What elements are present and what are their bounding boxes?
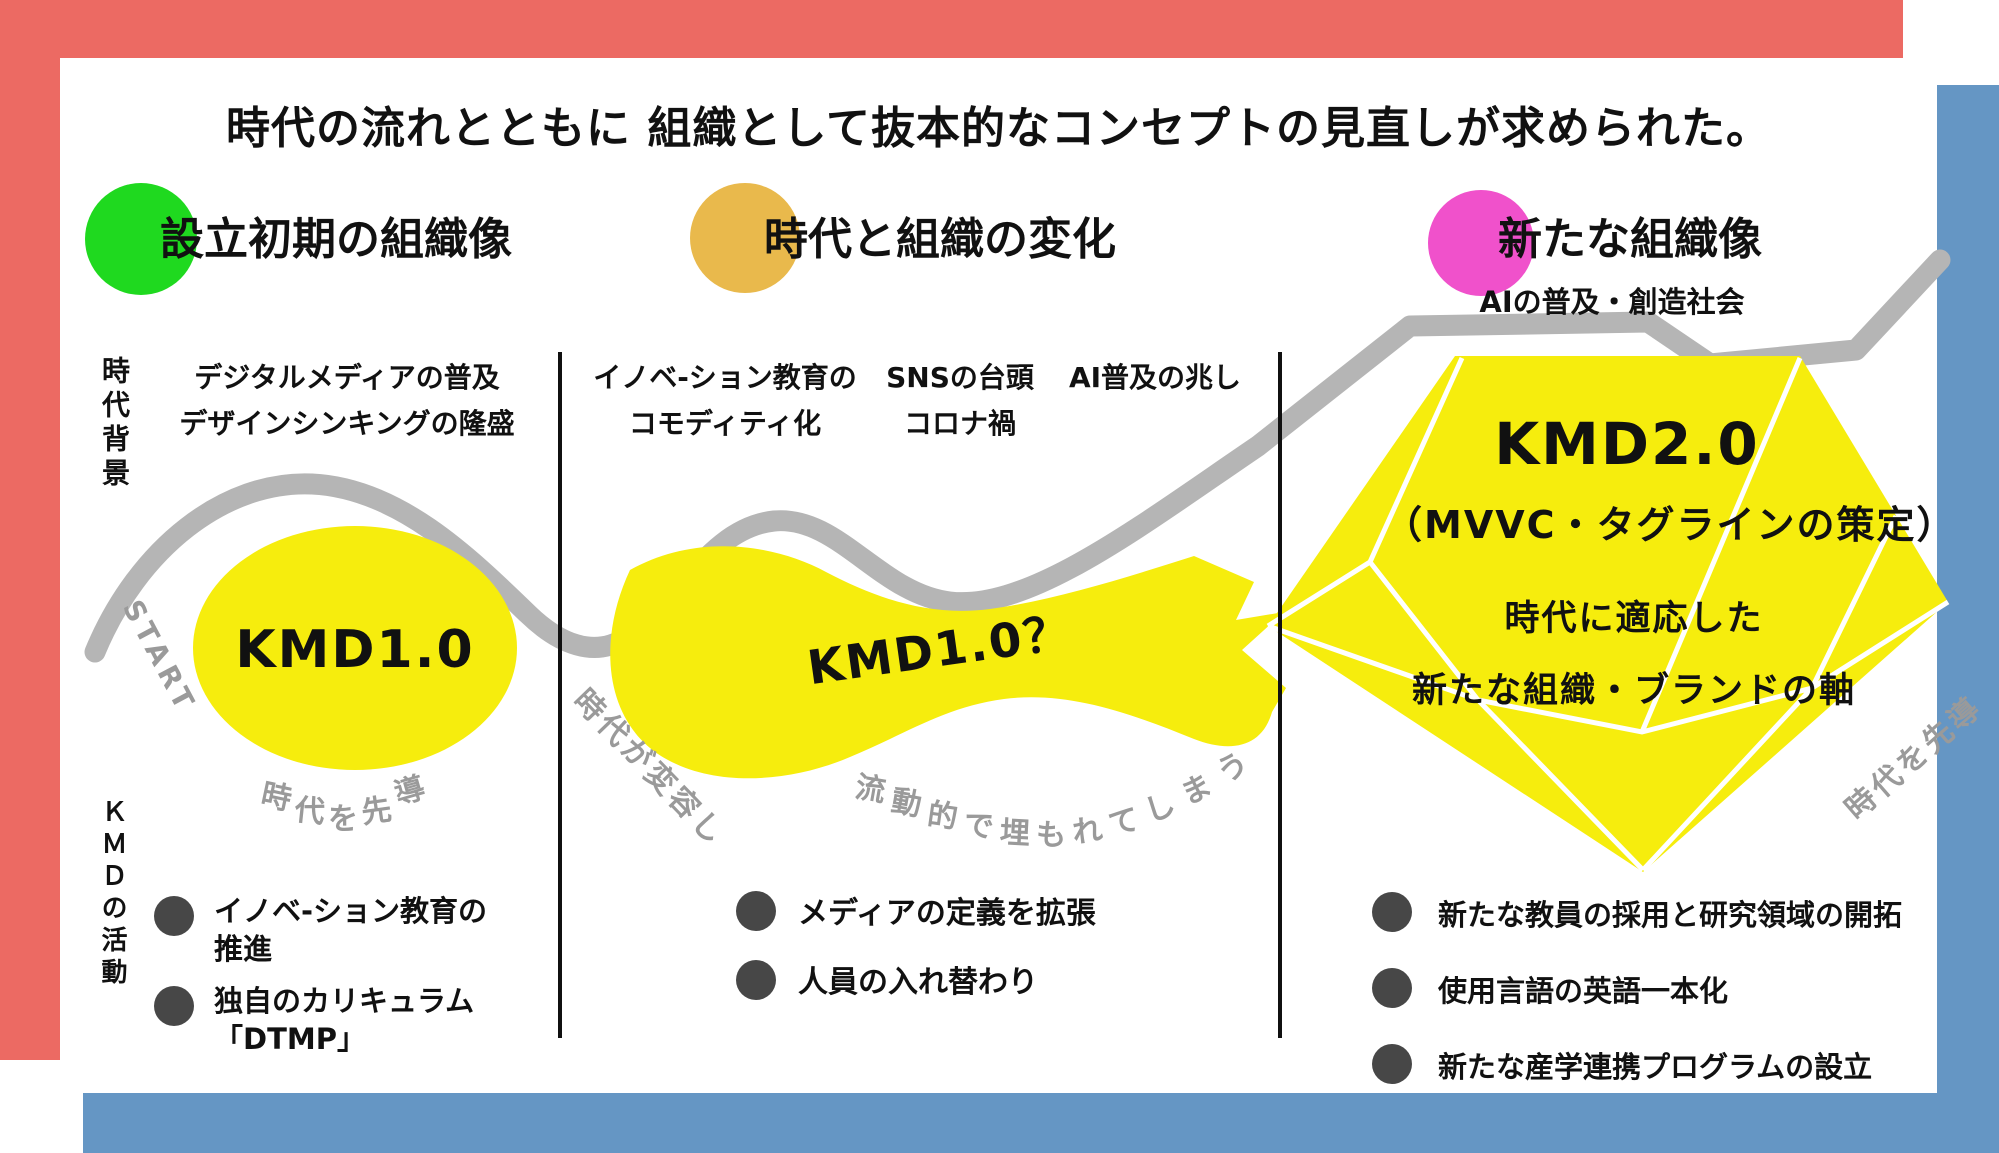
frame-top-bar [0,0,1903,58]
activity-text: 新たな教員の採用と研究領域の開拓 [1438,898,1903,932]
arc-char: 動 [888,783,925,824]
kmd2-subtitle: （MVVC・タグラインの策定） [1384,503,1957,547]
bullet-dot [154,896,194,936]
diamond-facets [1266,356,1950,872]
context-text-1: デジタルメディアの普及 デザインシンキングの隆盛 [147,355,547,447]
arc-char: 代 [292,792,327,831]
arc-char: 流 [852,769,889,810]
kmd2-title: KMD2.0 [1494,410,1760,478]
arc-text-lead-era: 時 代 を 先 導 [258,768,462,848]
context-line: AI普及の兆し [1068,361,1242,394]
arc-char: を [328,802,358,837]
activity-line: 独自のカリキュラム [214,984,475,1018]
activity-text: 人員の入れ替わり [798,965,1038,1000]
activity-text: 独自のカリキュラム 「DTMP」 [214,982,474,1058]
arc-char: も [1035,817,1067,854]
bullet-dot [1372,892,1412,932]
kmd1-ellipse [193,526,517,770]
section-title-2: 時代と組織の変化 [764,214,1116,265]
kmd1-blob [610,546,1286,779]
activity-line: イノベ-ション教育の [214,894,488,928]
activity-text: 使用言語の英語一本化 [1438,974,1729,1008]
kmd1-label: KMD1.0 [235,620,475,680]
arc-char: し [1140,786,1181,830]
section-3-subtitle: AIの普及・創造社会 [1479,285,1745,319]
kmd2-line: 時代に適応した [1504,599,1764,639]
arc-char: 導 [390,770,430,813]
frame-bottom-bar [83,1093,1999,1153]
section-title-3: 新たな組織像 [1498,214,1762,265]
bullet-dot [1372,968,1412,1008]
gold-circle-marker [690,183,800,293]
context-line: コモディティ化 [628,407,822,440]
arc-char: で [961,807,996,846]
activity-text: イノベ-ション教育の 推進 [214,892,487,968]
arc-char: れ [1070,812,1105,851]
context-text-2c: AI普及の兆し [1055,355,1255,401]
diamond-shape [1268,356,1948,872]
green-circle-marker [85,183,197,295]
activity-text: メディアの定義を拡張 [798,896,1096,931]
arc-char: 的 [925,797,960,836]
context-line: SNSの台頭 [886,361,1034,394]
era-background-label: 時代背景 [98,356,131,492]
arc-char: 時 [257,777,295,818]
arc-char: 埋 [998,815,1031,852]
activity-line: 「DTMP」 [214,1022,366,1056]
context-line: デザインシンキングの隆盛 [179,407,515,440]
arc-char: て [1105,801,1143,843]
bullet-dot [1372,1044,1412,1084]
activity-line: 推進 [214,932,273,966]
activity-text: 新たな産学連携プログラムの設立 [1438,1050,1873,1084]
bullet-dot [736,891,776,931]
bullet-dot [154,986,194,1026]
context-line: コロナ禍 [903,407,1016,440]
pink-circle-marker [1428,190,1534,296]
arc-char: ま [1175,767,1218,813]
context-text-2a: イノベ-ション教育の コモディティ化 [575,355,875,447]
context-text-2b: SNSの台頭 コロナ禍 [865,355,1055,447]
page-title: 時代の流れとともに 組織として抜本的なコンセプトの見直しが求められた。 [226,103,1771,154]
arc-char: 先 [359,792,394,831]
context-line: デジタルメディアの普及 [194,361,500,394]
section-title-1: 設立初期の組織像 [160,214,512,265]
context-line: イノベ-ション教育の [593,361,857,394]
kmd2-line: 新たな組織・ブランドの軸 [1411,671,1856,711]
arc-text-buried: 流 動 的 で 埋 も れ て し ま う [853,745,1296,874]
kmd-activity-label: ＫＭＤの活動 [97,798,127,990]
frame-left-bar [0,0,60,1060]
bullet-dot [736,960,776,1000]
